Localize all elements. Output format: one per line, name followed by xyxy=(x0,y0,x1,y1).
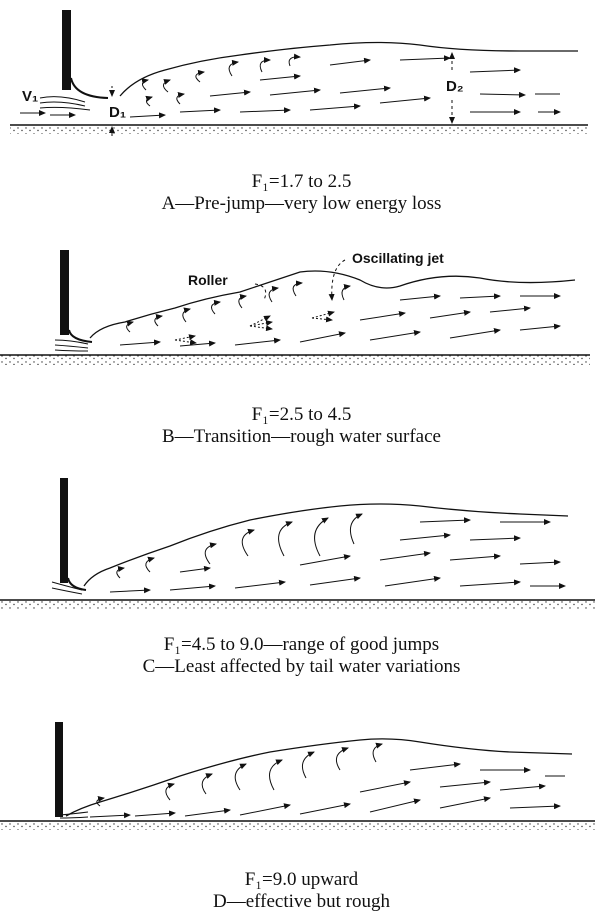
flow-arrows-c xyxy=(51,513,566,595)
flow-arrows-b xyxy=(54,280,561,352)
gate-a xyxy=(62,10,71,90)
caption-b-froude: F₁=2.5 to 4.5 xyxy=(251,404,352,425)
channel-floor-d xyxy=(0,821,595,830)
gate-b xyxy=(60,250,69,335)
d1-label: D₁ xyxy=(109,104,127,121)
caption-a-title: A—Pre-jump—very low energy loss xyxy=(161,193,442,214)
channel-floor-c xyxy=(0,600,595,609)
roller-label: Roller xyxy=(188,272,228,288)
flow-arrows-a xyxy=(20,53,561,119)
caption-d-title: D—effective but rough xyxy=(213,891,390,912)
gate-c xyxy=(60,478,68,583)
caption-c: F₁=4.5 to 9.0—range of good jumps C—Leas… xyxy=(0,634,603,678)
d2-label: D₂ xyxy=(446,78,464,95)
v1-label: V₁ xyxy=(22,88,39,105)
flow-arrows-d xyxy=(59,742,565,819)
gate-lip-a xyxy=(70,77,109,99)
caption-d: F₁=9.0 upward D—effective but rough xyxy=(0,869,603,913)
caption-a-froude: F₁=1.7 to 2.5 xyxy=(251,171,352,192)
depth-markers-a xyxy=(109,52,455,136)
panel-a-diagram xyxy=(10,10,588,136)
water-surface-b xyxy=(89,270,576,339)
panel-d-diagram xyxy=(0,722,595,830)
channel-floor-b xyxy=(0,355,590,365)
caption-b: F₁=2.5 to 4.5 B—Transition—rough water s… xyxy=(0,404,603,448)
caption-c-title: C—Least affected by tail water variation… xyxy=(142,656,461,677)
caption-b-title: B—Transition—rough water surface xyxy=(162,426,441,447)
caption-a: F₁=1.7 to 2.5 A—Pre-jump—very low energy… xyxy=(0,171,603,215)
panel-c-diagram xyxy=(0,478,595,609)
caption-c-froude: F₁=4.5 to 9.0—range of good jumps xyxy=(163,634,440,655)
callout-leaders-b xyxy=(254,259,346,301)
panel-b-diagram xyxy=(0,250,590,365)
gate-d xyxy=(55,722,63,817)
oscillating-jet-label: Oscillating jet xyxy=(352,250,444,266)
water-surface-c xyxy=(83,503,569,587)
channel-floor-a xyxy=(10,125,588,134)
caption-d-froude: F₁=9.0 upward xyxy=(244,869,359,890)
water-surface-d xyxy=(65,738,573,817)
water-surface-a xyxy=(119,41,578,97)
